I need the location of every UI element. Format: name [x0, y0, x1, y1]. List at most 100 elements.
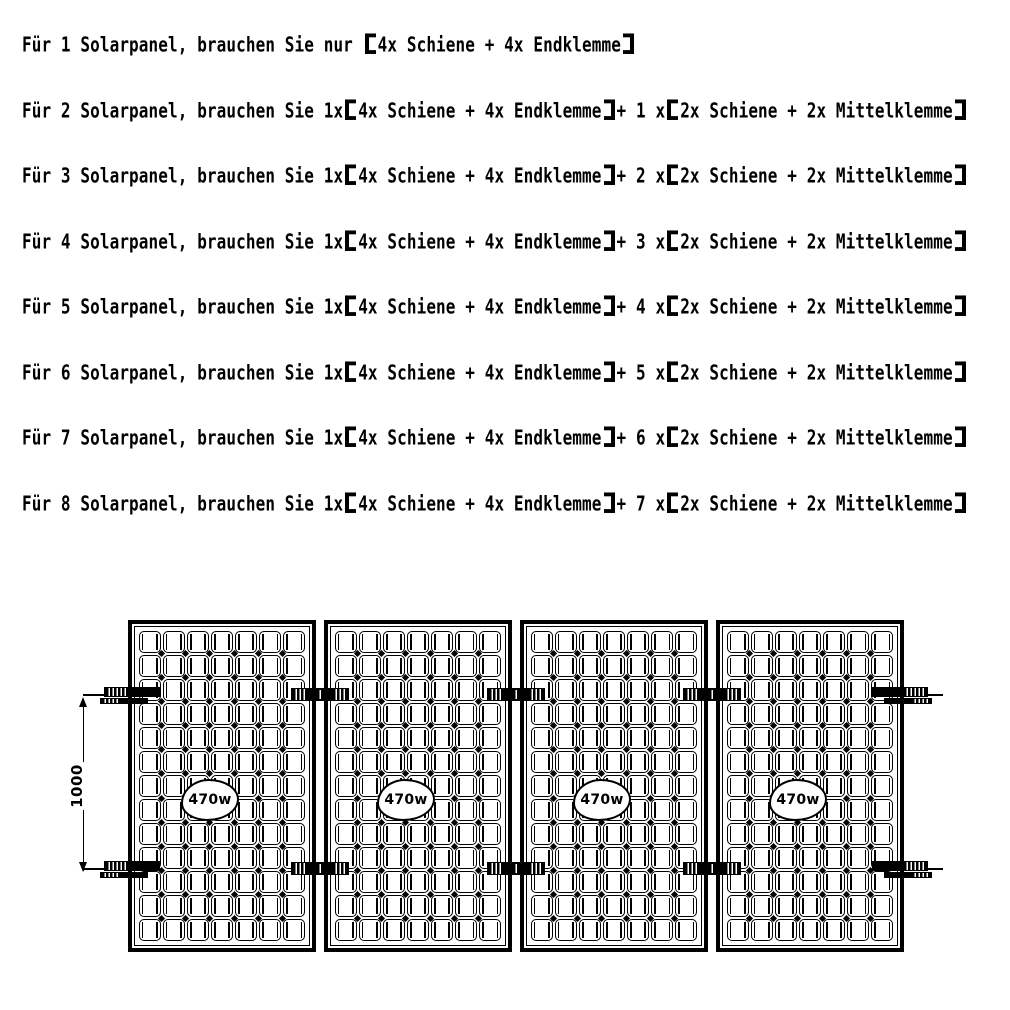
panel-cell [627, 655, 649, 677]
panel-cell [139, 895, 161, 917]
panel-cell [235, 799, 257, 821]
panel-cell [211, 655, 233, 677]
panel-cell [187, 823, 209, 845]
panel-cell [555, 679, 577, 701]
panel-cell [407, 655, 429, 677]
panel-cell [555, 775, 577, 797]
clamp-thread-hatch [513, 864, 519, 873]
clamp-rod [921, 694, 943, 696]
panel-cell [847, 919, 869, 941]
instruction-text: Für 7 Solarpanel, brauchen Sie 1x [22, 425, 344, 450]
panel-cell [431, 703, 453, 725]
instruction-text: 4x Schiene + 4x Endklemme [358, 425, 602, 450]
panel-cell [603, 847, 625, 869]
panel-cell [555, 631, 577, 653]
panel-cell [775, 703, 797, 725]
panel-cell [283, 751, 305, 773]
panel-cell [235, 823, 257, 845]
panel-cell [455, 799, 477, 821]
panel-cell [383, 751, 405, 773]
panel-cell [871, 823, 893, 845]
solar-panel: 470w [324, 620, 512, 952]
panel-cell [479, 823, 501, 845]
panel-cell [479, 919, 501, 941]
panel-cell [335, 775, 357, 797]
panel-cell [555, 655, 577, 677]
panel-cell [335, 823, 357, 845]
panel-cell [579, 727, 601, 749]
clamp-thread-hatch [725, 689, 739, 700]
panel-cell [359, 895, 381, 917]
panel-cell [235, 895, 257, 917]
panel-cell [455, 775, 477, 797]
panel-cell [259, 655, 281, 677]
panel-cell [751, 823, 773, 845]
panel-cell [431, 751, 453, 773]
panel-cell [235, 751, 257, 773]
panel-cell [163, 895, 185, 917]
panel-cell [799, 919, 821, 941]
panel-cell [259, 703, 281, 725]
panel-cell [163, 871, 185, 893]
panel-cell [531, 655, 553, 677]
panel-cell [455, 655, 477, 677]
panel-cell [871, 703, 893, 725]
instruction-text: 2x Schiene + 2x Mittelklemme [680, 163, 953, 188]
panel-cell [579, 655, 601, 677]
panel-cell [579, 895, 601, 917]
panel-cell [163, 679, 185, 701]
panel-cell [555, 823, 577, 845]
panel-cell [139, 703, 161, 725]
panel-cell [627, 799, 649, 821]
panel-cell [187, 751, 209, 773]
cjk-bracket-open-icon [667, 492, 679, 513]
power-label: 470w [776, 792, 820, 808]
panel-cell [847, 727, 869, 749]
panel-cell [555, 751, 577, 773]
panel-cell [531, 727, 553, 749]
instruction-text: + 4 x [616, 294, 666, 319]
panel-cell [531, 919, 553, 941]
panel-cell [431, 631, 453, 653]
panel-cell [823, 751, 845, 773]
clamp-thread-hatch [489, 863, 503, 874]
panel-cell [799, 823, 821, 845]
panel-cell [283, 919, 305, 941]
instruction-text: + 6 x [616, 425, 666, 450]
panel-cell [431, 679, 453, 701]
panel-cell [847, 631, 869, 653]
mid-clamp [487, 862, 545, 875]
panel-cell [431, 895, 453, 917]
instruction-text: 4x Schiene + 4x Endklemme [358, 294, 602, 319]
clamp-thread-hatch [725, 863, 739, 874]
panel-cell [823, 919, 845, 941]
solar-panel: 470w [716, 620, 904, 952]
panel-cell [259, 847, 281, 869]
panel-cell [627, 751, 649, 773]
power-label-cloud: 470w [377, 779, 435, 821]
panel-cell [235, 919, 257, 941]
panel-cell [675, 655, 697, 677]
panel-cell [651, 895, 673, 917]
panel-cell [283, 895, 305, 917]
panel-cell [775, 727, 797, 749]
panel-cell [799, 655, 821, 677]
clamp-thread-hatch [102, 699, 120, 703]
panel-cell [139, 919, 161, 941]
dimension-arrow-up-icon [79, 697, 87, 707]
panel-cell [651, 751, 673, 773]
panel-cell [259, 799, 281, 821]
panel-cell [531, 631, 553, 653]
panel-cell [579, 751, 601, 773]
clamp-thread-hatch [106, 862, 128, 870]
panel-cell [259, 895, 281, 917]
instruction-text: 4x Schiene + 4x Endklemme [377, 32, 621, 57]
panel-cell [823, 823, 845, 845]
clamp-thread-hatch [106, 688, 128, 696]
panel-cell [531, 703, 553, 725]
panel-cell [211, 679, 233, 701]
panel-cell [359, 751, 381, 773]
